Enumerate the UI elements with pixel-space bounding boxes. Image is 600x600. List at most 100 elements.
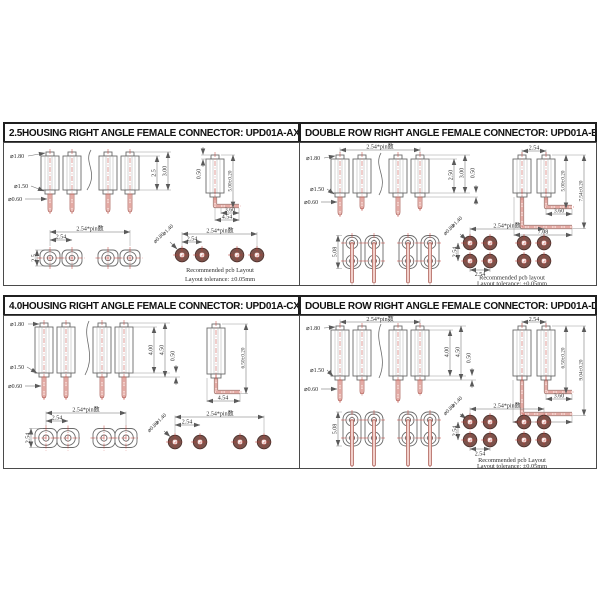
pcb-pad [514,251,534,271]
quadrant-b: 2.54*pin数 ⌀1.80 ⌀1.50 ⌀0.60 [299,142,597,286]
housing-unit [536,322,556,384]
dim-total-h: 3.00 [163,166,169,177]
dim-dia-top: ⌀1.80 [10,322,24,328]
title-quadrant-d: DOUBLE ROW RIGHT ANGLE FEMALE CONNECTOR:… [299,295,597,316]
title-quadrant-a: 2.5HOUSING RIGHT ANGLE FEMALE CONNECTOR:… [3,122,300,143]
socket-column [340,232,364,285]
pcb-note-2: Layout tolerance: ±0.05mm [477,463,547,468]
pcb-note-2: Layout tolerance: ±0.05mm [477,281,547,286]
pin [337,196,343,218]
dim-dia-pin: ⌀0.60 [8,384,22,390]
housing-unit [40,148,60,198]
dim-total: 2.54*pin数 [366,143,393,151]
front-view-a: ⌀1.80 ⌀1.50 ⌀0.60 2.5 3.00 [8,148,171,215]
pin [395,196,401,218]
dim-inner-w: 3.60 [554,394,565,400]
pin [337,379,343,404]
socket [95,246,121,270]
title-text-a: 2.5HOUSING RIGHT ANGLE FEMALE CONNECTOR:… [9,128,300,139]
housing-unit [388,322,408,384]
dim-pitch: 2.54 [56,235,67,241]
dim-total: 2.54*pin数 [493,402,520,410]
pin [417,196,423,212]
pcb-pad [254,432,274,452]
dim-width: 2.5 [32,254,38,262]
bottom-view-d: 5.08 [333,409,442,468]
dim-total: 2.54*pin数 [493,222,520,230]
dim-dia-mid: ⌀1.50 [10,365,24,371]
side-view-d: 2.54 6.50±0.20 9.04±0.20 3.60 [512,317,587,425]
dim-row-pitch: 2.54 [453,247,459,258]
dim-dia-mid: ⌀1.50 [310,187,324,193]
pin [63,376,69,401]
dim-pitch: 2.54 [52,416,63,422]
pin [47,193,53,215]
dim-tip: 0.50 [171,351,177,362]
dim-outer-w: 4.54 [222,215,233,221]
pcb-pad [534,251,554,271]
drawing-b: 2.54*pin数 ⌀1.80 ⌀1.50 ⌀0.60 [304,143,587,286]
title-text-b: DOUBLE ROW RIGHT ANGLE FEMALE CONNECTOR:… [305,128,597,139]
drawing-d: 2.54*pin数 ⌀1.80 ⌀1.50 ⌀0.60 [304,316,587,468]
front-view-c: ⌀1.80 ⌀1.50 ⌀0.60 4.00 4.50 0.50 [8,319,180,401]
pcb-pad [460,430,480,450]
pcb-pad [247,245,267,265]
dim-dia-mid: ⌀1.50 [14,184,28,190]
pcb-pad [172,245,192,265]
dim-inner-w: 3.60 [554,209,565,215]
pcb-pad [480,233,500,253]
socket-column [418,232,442,285]
break-line [378,323,383,379]
dim-pitch: 2.54 [529,317,540,323]
quadrant-a: ⌀1.80 ⌀1.50 ⌀0.60 2.5 3.00 [3,142,300,286]
dim-outer-h: 7.54±0.20 [579,180,585,201]
dim-dia-pin: ⌀0.60 [8,197,22,203]
dim-total: 2.54*pin数 [206,227,233,235]
dim-inner-h: 6.50±0.20 [561,347,567,368]
dim-dia-mid: ⌀1.50 [310,368,324,374]
pcb-layout-c: ⌀1.40 ⌀0.80 2.54*pin数 2.54 [147,410,274,452]
pin [105,193,111,215]
pcb-pad [190,432,210,452]
housing-unit [330,322,350,384]
dim-cap-h: 0.50 [197,169,203,180]
title-text-d: DOUBLE ROW RIGHT ANGLE FEMALE CONNECTOR:… [305,301,597,312]
side-view-c: 6.50±0.20 4.54 [206,320,249,404]
quadrant-c: ⌀1.80 ⌀1.50 ⌀0.60 4.00 4.50 0.50 [3,315,300,469]
dim-dia-top: ⌀1.80 [306,326,320,332]
dim-dia-top: ⌀1.80 [10,154,24,160]
front-view-d: 2.54*pin数 ⌀1.80 ⌀1.50 ⌀0.60 [304,316,476,404]
dim-outer-w: 7.08 [538,230,549,236]
socket-column [396,232,420,285]
bottom-view-a: 2.54*pin数 2.54 2.5 [32,225,143,270]
pcb-pad [460,251,480,271]
dim-pitch: 2.54 [187,237,198,243]
dim-width: 5.08 [333,247,339,258]
dim-pitch: 2.54 [475,451,486,457]
housing-unit [512,322,532,384]
pcb-pad [227,245,247,265]
pcb-pad [165,432,185,452]
dim-dia-pin: ⌀0.60 [304,200,318,206]
pin [395,379,401,404]
pcb-note-1: Recommended pcb Layout [478,457,546,464]
dim-body-h: 4.00 [149,345,155,356]
dim-outer-h: 9.04±0.20 [579,359,585,380]
housing-unit [34,319,54,381]
housing-unit [352,322,372,384]
drawing-sheet: 2.5HOUSING RIGHT ANGLE FEMALE CONNECTOR:… [3,122,597,469]
pcb-pad [514,430,534,450]
pcb-pad [480,430,500,450]
pcb-pad [514,233,534,253]
pin [41,376,47,401]
dim-total: 2.54*pin数 [206,410,233,418]
dim-row-pitch: 2.54 [453,426,459,437]
dim-inner-h: 5.00±0.20 [561,170,567,191]
housing-unit [206,320,226,382]
title-quadrant-c: 4.0HOUSING RIGHT ANGLE FEMALE CONNECTOR:… [3,295,300,316]
pcb-pad [192,245,212,265]
housing-unit [98,148,118,198]
dim-total-h: 4.50 [456,347,462,358]
dim-tip: 0.50 [471,168,477,179]
